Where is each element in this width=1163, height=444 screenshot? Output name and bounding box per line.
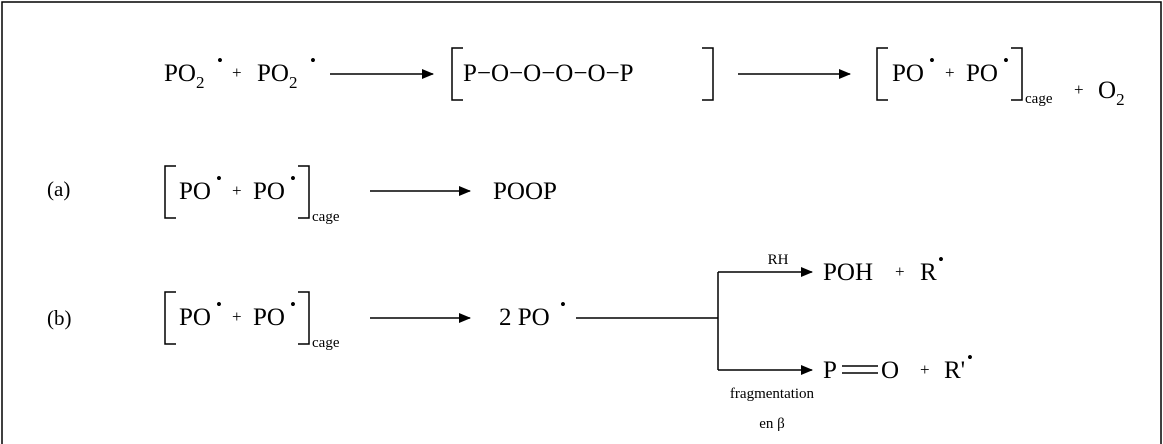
- alkyl-radical-prime: R': [944, 357, 965, 384]
- radical-dot: •: [216, 295, 222, 314]
- po-radical: PO: [179, 304, 211, 331]
- po-radical: PO: [253, 178, 285, 205]
- radical-dot: •: [290, 169, 296, 188]
- po-radical: PO: [179, 178, 211, 205]
- bracket-right: [298, 291, 310, 345]
- plus-sign: +: [232, 63, 242, 82]
- radical-dot: •: [1003, 51, 1009, 70]
- radical-dot: •: [216, 169, 222, 188]
- bracket-left: [164, 165, 176, 219]
- peroxide-product: POOP: [493, 178, 557, 205]
- plus-sign: +: [895, 262, 905, 281]
- radical-dot: •: [217, 51, 223, 70]
- rh-reagent-label: RH: [768, 252, 789, 268]
- plus-sign: +: [232, 181, 242, 200]
- radical-dot: •: [560, 295, 566, 314]
- bracket-left: [164, 291, 176, 345]
- bracket-right: [702, 47, 714, 101]
- carbonyl-p: P: [823, 357, 837, 384]
- pathway-label-b: (b): [47, 306, 72, 330]
- bracket-right: [298, 165, 310, 219]
- po2-radical-2: PO2: [257, 60, 297, 92]
- oxygen-molecule: O2: [1098, 77, 1125, 109]
- carbonyl-o: O: [881, 357, 899, 384]
- pathway-label-a: (a): [47, 177, 70, 201]
- bracket-left: [876, 47, 888, 101]
- bracket-right: [1011, 47, 1023, 101]
- plus-sign: +: [232, 307, 242, 326]
- alkyl-radical: R: [920, 259, 937, 286]
- reaction-row-1: PO2 • + PO2 • P−O−O−O−O−P PO • + PO • ca…: [164, 47, 1125, 109]
- plus-sign: +: [1074, 80, 1084, 99]
- plus-sign: +: [920, 360, 930, 379]
- po-radical: PO: [253, 304, 285, 331]
- radical-dot: •: [938, 250, 944, 269]
- plus-sign: +: [945, 63, 955, 82]
- po-radical: PO: [966, 60, 998, 87]
- radical-dot: •: [967, 348, 973, 367]
- beta-label: en β: [759, 416, 785, 432]
- reaction-row-a: (a) PO • + PO • cage POOP: [47, 165, 557, 225]
- cage-subscript: cage: [312, 209, 340, 225]
- radical-dot: •: [929, 51, 935, 70]
- alcohol-product: POH: [823, 259, 873, 286]
- radical-dot: •: [310, 51, 316, 70]
- cage-subscript: cage: [1025, 91, 1053, 107]
- po-radical: PO: [892, 60, 924, 87]
- cage-subscript: cage: [312, 335, 340, 351]
- free-po-radicals: 2 PO: [499, 304, 550, 331]
- po2-radical-1: PO2: [164, 60, 204, 92]
- fragmentation-label: fragmentation: [730, 386, 815, 402]
- bracket-left: [451, 47, 463, 101]
- radical-dot: •: [290, 295, 296, 314]
- reaction-row-b: (b) PO • + PO • cage 2 PO • RH fragmenta…: [47, 250, 973, 432]
- tetroxide-intermediate: P−O−O−O−O−P: [463, 60, 634, 87]
